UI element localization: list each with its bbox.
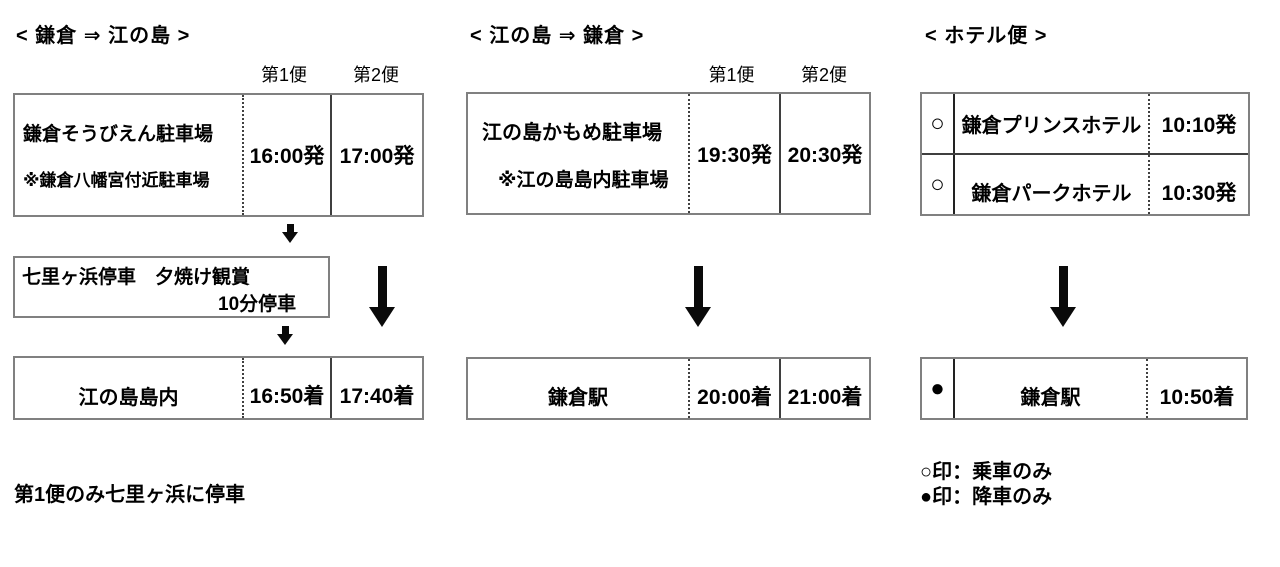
bus1-departure-time: 19:30発: [688, 94, 779, 213]
hotel-name: 鎌倉パークホテル: [971, 183, 1132, 205]
bus2-departure-time: 17:00発: [330, 95, 422, 215]
bus1-arrival-time: 16:50着: [242, 358, 330, 418]
arrival-table-kamakura-station: 鎌倉駅 20:00着 21:00着: [466, 357, 871, 420]
column-header-bus2: 第2便: [352, 65, 399, 85]
bus2-arrival-time: 21:00着: [779, 359, 869, 418]
arrow-head: [369, 307, 395, 327]
legend-boarding-only: ○印：乗車のみ: [920, 461, 1053, 483]
arrow-stem: [1058, 266, 1068, 307]
stopover-line2: 10分停車: [218, 294, 297, 315]
arrival-table-enoshima: 江の島島内 16:50着 17:40着: [13, 356, 424, 420]
boarding-only-circle-icon: ○: [922, 94, 955, 153]
legend-alighting-only: ●印：降車のみ: [920, 486, 1053, 508]
departure-stop-note: ※江の島島内駐車場: [498, 169, 669, 191]
hotel-pickup-table: ○ 鎌倉プリンスホテル 10:10発 ○ 鎌倉パークホテル 10:30発: [920, 92, 1250, 216]
hotel-name: 鎌倉プリンスホテル: [961, 115, 1142, 137]
down-arrow-icon: [282, 224, 298, 243]
departure-stop-cell: 鎌倉そうびえん駐車場 ※鎌倉八幡宮付近駐車場: [15, 95, 242, 215]
boarding-only-circle-icon: ○: [922, 155, 955, 214]
hotel-arrival-row: ● 鎌倉駅 10:50着: [922, 359, 1246, 418]
arrival-stop-name: 鎌倉駅: [548, 387, 608, 409]
column-header-bus2: 第2便: [800, 65, 847, 85]
hotel-row: ○ 鎌倉パークホテル 10:30発: [922, 153, 1248, 214]
down-arrow-icon: [685, 266, 711, 327]
departure-table-kamakura: 鎌倉そうびえん駐車場 ※鎌倉八幡宮付近駐車場 16:00発 17:00発: [13, 93, 424, 217]
arrival-stop-name: 江の島島内: [78, 386, 179, 409]
hotel-arrival-table: ● 鎌倉駅 10:50着: [920, 357, 1248, 420]
down-arrow-icon: [369, 266, 395, 327]
bus2-departure-time: 20:30発: [779, 94, 869, 213]
departure-stop-cell: 江の島かもめ駐車場 ※江の島島内駐車場: [468, 94, 688, 213]
arrow-stem: [693, 266, 703, 307]
section-title-enoshima-to-kamakura: < 江の島 ⇒ 鎌倉 >: [470, 25, 645, 47]
hotel-departure-time: 10:30発: [1148, 155, 1248, 214]
bus1-departure-time: 16:00発: [242, 95, 330, 215]
departure-table-enoshima: 江の島かもめ駐車場 ※江の島島内駐車場 19:30発 20:30発: [466, 92, 871, 215]
arrow-head: [1050, 307, 1076, 327]
arrow-head: [282, 232, 298, 243]
arrival-time: 10:50着: [1146, 359, 1246, 418]
alighting-only-circle-icon: ●: [922, 359, 955, 418]
shichirigahama-footnote: 第1便のみ七里ヶ浜に停車: [14, 484, 246, 506]
shichirigahama-stopover-box: 七里ヶ浜停車 夕焼け観賞 10分停車: [13, 256, 330, 318]
down-arrow-icon: [1050, 266, 1076, 327]
down-arrow-icon: [277, 326, 293, 345]
bus2-arrival-time: 17:40着: [330, 358, 422, 418]
stopover-line1: 七里ヶ浜停車 夕焼け観賞: [22, 267, 251, 288]
arrow-stem: [286, 224, 294, 232]
hotel-row: ○ 鎌倉プリンスホテル 10:10発: [922, 94, 1248, 153]
arrow-stem: [281, 326, 289, 334]
section-title-kamakura-to-enoshima: < 鎌倉 ⇒ 江の島 >: [16, 25, 191, 47]
arrow-head: [685, 307, 711, 327]
departure-stop-name: 江の島かもめ駐車場: [482, 121, 662, 144]
hotel-departure-time: 10:10発: [1148, 94, 1248, 153]
section-title-hotel-service: < ホテル便 >: [925, 25, 1048, 47]
column-header-bus1: 第1便: [260, 65, 307, 85]
departure-stop-note: ※鎌倉八幡宮付近駐車場: [23, 171, 210, 190]
arrow-head: [277, 334, 293, 345]
bus1-arrival-time: 20:00着: [688, 359, 779, 418]
arrival-stop-name: 鎌倉駅: [1020, 387, 1081, 409]
column-header-bus1: 第1便: [708, 65, 755, 85]
departure-stop-name: 鎌倉そうびえん駐車場: [23, 124, 214, 145]
arrow-stem: [377, 266, 387, 307]
